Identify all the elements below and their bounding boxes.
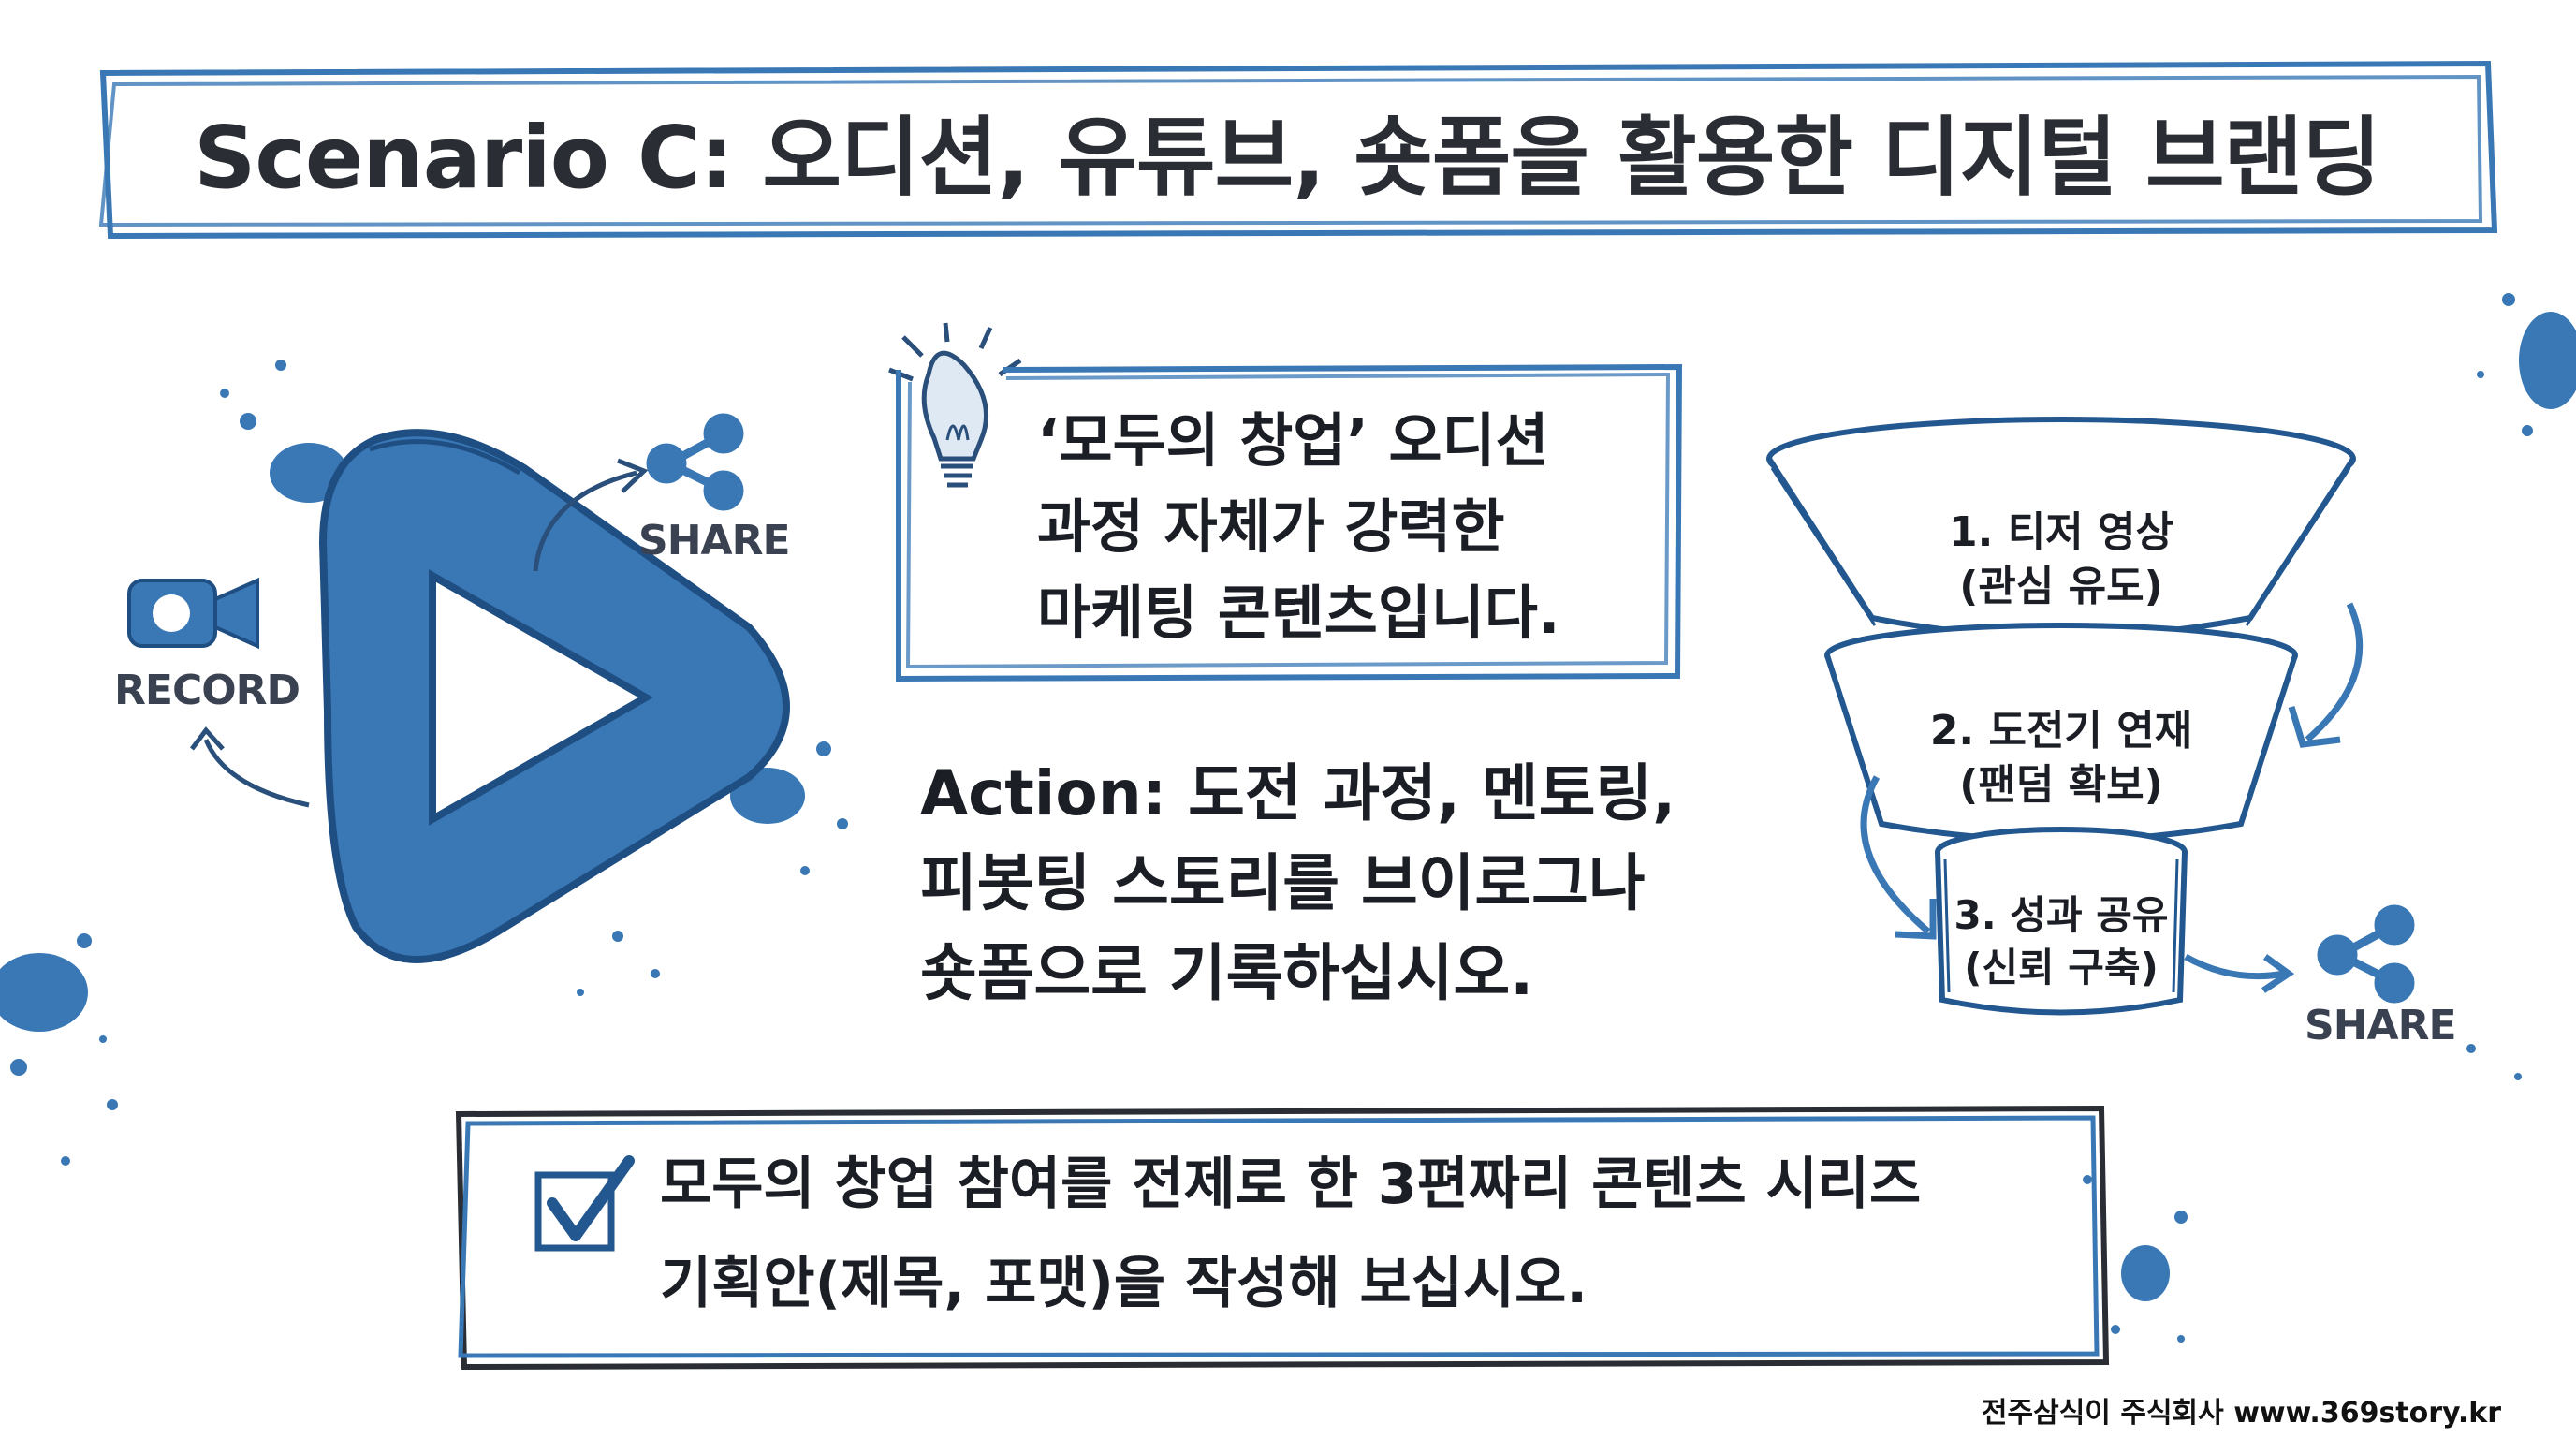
task-frame bbox=[455, 1105, 2110, 1371]
funnel-arrows bbox=[1860, 602, 2364, 993]
play-icon bbox=[318, 429, 790, 963]
action-line: 피봇팅 스토리를 브이로그나 bbox=[920, 847, 1646, 919]
share-label: SHARE bbox=[638, 517, 791, 565]
funnel-diagram bbox=[1766, 417, 2356, 1016]
video-camera-icon bbox=[127, 577, 259, 650]
task-line: 기획안(제목, 포맷)을 작성해 보십시오. bbox=[660, 1251, 1588, 1316]
title-frame bbox=[98, 60, 2498, 240]
funnel-stage-1: 1. 티저 영상 (관심 유도) bbox=[1902, 506, 2220, 614]
share-icon bbox=[646, 413, 744, 511]
funnel-stage-subtitle: (팬덤 확보) bbox=[1959, 761, 2163, 809]
action-line: 숏폼으로 기록하십시오. bbox=[920, 937, 1534, 1009]
insight-frame bbox=[896, 363, 1683, 682]
share-icon-funnel bbox=[2317, 904, 2415, 1004]
insight-line: ‘모두의 창업’ 오디션 bbox=[1037, 406, 1549, 475]
funnel-stage-title: 1. 티저 영상 bbox=[1949, 508, 2174, 556]
page-title: Scenario C: 오디션, 유튜브, 숏폼을 활용한 디지털 브랜딩 bbox=[194, 107, 2381, 208]
checkbox-icon bbox=[534, 1155, 635, 1252]
action-line: Action: 도전 과정, 멘토링, bbox=[920, 757, 1676, 829]
funnel-stage-title: 2. 도전기 연재 bbox=[1929, 707, 2193, 755]
funnel-stage-subtitle: (관심 유도) bbox=[1959, 563, 2163, 610]
funnel-stage-3: 3. 성과 공유 (신뢰 구축) bbox=[1939, 889, 2183, 994]
funnel-stage-2: 2. 도전기 연재 (팬덤 확보) bbox=[1902, 704, 2220, 813]
insight-line: 마케팅 콘텐츠입니다. bbox=[1037, 579, 1560, 647]
ink-splatters bbox=[0, 293, 2576, 1343]
funnel-stage-title: 3. 성과 공유 bbox=[1954, 892, 2169, 938]
funnel-share-label: SHARE bbox=[2305, 1002, 2457, 1049]
footer-credit: 전주삼식이 주식회사 www.369story.kr bbox=[1981, 1397, 2501, 1430]
record-label: RECORD bbox=[114, 667, 300, 714]
flow-arrows bbox=[190, 458, 649, 808]
action-text: Action: 도전 과정, 멘토링, 피봇팅 스토리를 브이로그나 숏폼으로 … bbox=[920, 749, 1716, 1019]
funnel-stage-subtitle: (신뢰 구축) bbox=[1964, 945, 2159, 990]
insight-text: ‘모두의 창업’ 오디션 과정 자체가 강력한 마케팅 콘텐츠입니다. bbox=[1037, 398, 1692, 656]
task-line: 모두의 창업 참여를 전제로 한 3편짜리 콘텐츠 시리즈 bbox=[660, 1152, 1922, 1217]
task-text: 모두의 창업 참여를 전제로 한 3편짜리 콘텐츠 시리즈 기획안(제목, 포맷… bbox=[660, 1135, 2083, 1333]
insight-line: 과정 자체가 강력한 bbox=[1037, 492, 1505, 561]
